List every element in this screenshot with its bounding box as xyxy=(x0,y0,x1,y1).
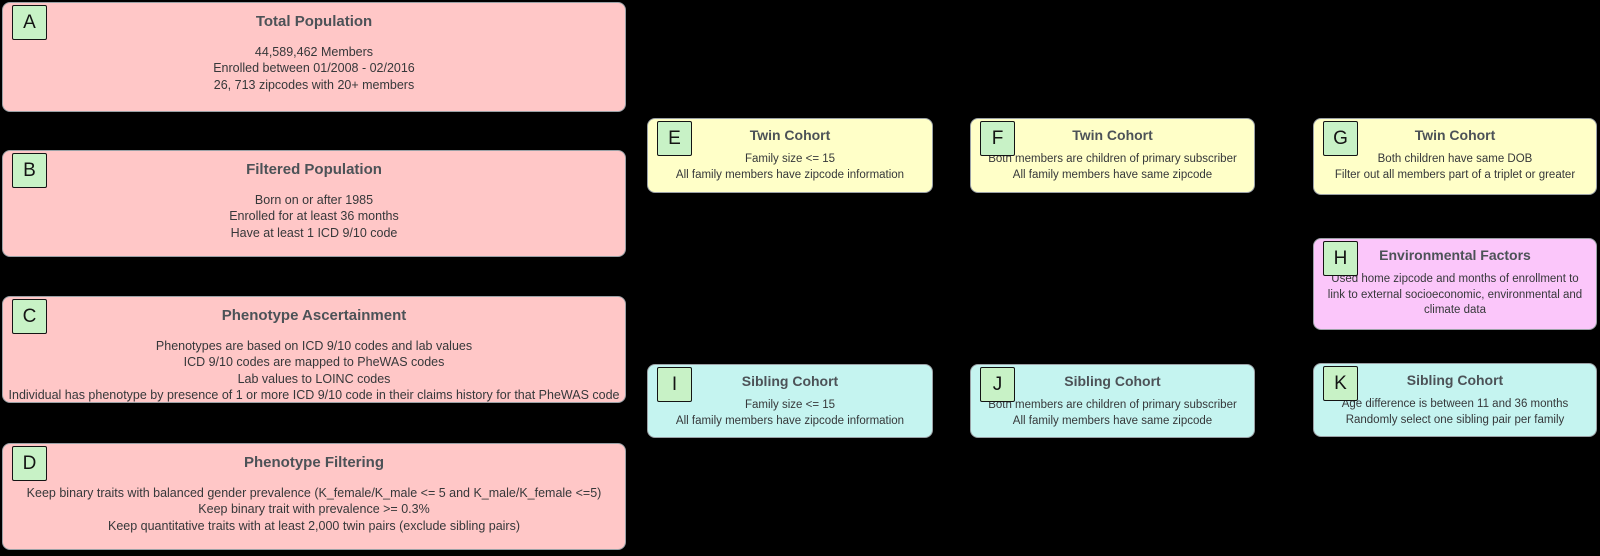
node-title: Filtered Population xyxy=(246,161,382,178)
node-text-line: Age difference is between 11 and 36 mont… xyxy=(1341,398,1569,410)
node-text-line: Keep quantitative traits with at least 2… xyxy=(107,518,521,533)
node-text-line: Lab values to LOINC codes xyxy=(237,371,391,386)
node-text-line: Phenotypes are based on ICD 9/10 codes a… xyxy=(155,339,473,353)
node-text-line: link to external socioeconomic, environm… xyxy=(1327,288,1583,301)
node-letter-badge: D xyxy=(12,446,47,481)
node-text-line: All family members have same zipcode xyxy=(1012,414,1213,427)
node-body: Used home zipcode and months of enrollme… xyxy=(1314,272,1596,319)
node-letter-badge: I xyxy=(657,367,692,402)
node-text-line: Keep binary trait with prevalence >= 0.3… xyxy=(198,502,430,517)
node-title: Total Population xyxy=(255,13,373,30)
node-letter-badge: C xyxy=(12,299,47,334)
node-letter-badge: B xyxy=(12,153,47,188)
node-title: Twin Cohort xyxy=(1072,127,1153,143)
node-body: Age difference is between 11 and 36 mont… xyxy=(1314,397,1596,428)
node-text-line: Enrolled for at least 36 months xyxy=(229,209,399,224)
node-letter-badge: H xyxy=(1323,241,1358,276)
node-body: Keep binary traits with balanced gender … xyxy=(3,485,625,534)
node-text-line: Individual has phenotype by presence of … xyxy=(8,387,620,402)
node-letter-badge: K xyxy=(1323,366,1358,401)
node-text-line: 26, 713 zipcodes with 20+ members xyxy=(213,77,415,92)
node-text-line: Enrolled between 01/2008 - 02/2016 xyxy=(213,61,415,76)
node-title: Environmental Factors xyxy=(1379,247,1531,263)
node-text-line: Both members are children of primary sub… xyxy=(988,153,1237,165)
node-body: Both members are children of primary sub… xyxy=(971,398,1254,429)
node-title: Phenotype Ascertainment xyxy=(221,307,407,324)
node-body: Both members are children of primary sub… xyxy=(971,152,1254,183)
node-text-line: All family members have zipcode informat… xyxy=(675,168,905,181)
node-text-line: Both children have same DOB xyxy=(1377,153,1533,165)
node-text-line: Randomly select one sibling pair per fam… xyxy=(1345,413,1565,426)
node-title: Sibling Cohort xyxy=(1064,373,1161,389)
node-text-line: Born on or after 1985 xyxy=(254,193,374,207)
node-letter-badge: A xyxy=(12,5,47,40)
node-body: Family size <= 15 All family members have… xyxy=(648,398,932,429)
node-text-line: Keep binary traits with balanced gender … xyxy=(26,486,602,500)
node-text-line: All family members have same zipcode xyxy=(1012,168,1213,181)
node-body: Phenotypes are based on ICD 9/10 codes a… xyxy=(3,338,625,403)
node-letter-badge: F xyxy=(980,121,1015,156)
node-letter-badge: J xyxy=(980,367,1015,402)
node-title: Twin Cohort xyxy=(1414,127,1496,143)
node-text-line: Family size <= 15 xyxy=(744,153,836,165)
node-letter-badge: E xyxy=(657,121,692,156)
node-text-line: All family members have zipcode informat… xyxy=(675,414,905,427)
node-title: Sibling Cohort xyxy=(741,373,839,389)
node-text-line: climate data xyxy=(1423,304,1486,317)
node-text-line: Filter out all members part of a triplet… xyxy=(1334,168,1576,181)
node-title: Twin Cohort xyxy=(749,127,831,143)
node-letter-badge: G xyxy=(1323,121,1358,156)
node-title: Phenotype Filtering xyxy=(243,454,384,471)
node-body: Both children have same DOB Filter out al… xyxy=(1314,152,1596,183)
node-body: Family size <= 15 All family members have… xyxy=(648,152,932,183)
node-text-line: Family size <= 15 xyxy=(744,399,836,411)
node-text-line: Used home zipcode and months of enrollme… xyxy=(1331,273,1579,285)
node-title: Sibling Cohort xyxy=(1406,372,1504,388)
node-text-line: Both members are children of primary sub… xyxy=(988,399,1237,411)
node-text-line: ICD 9/10 codes are mapped to PheWAS code… xyxy=(183,355,445,370)
node-text-line: Have at least 1 ICD 9/10 code xyxy=(230,225,398,240)
node-text-line: 44,589,462 Members xyxy=(254,45,374,59)
